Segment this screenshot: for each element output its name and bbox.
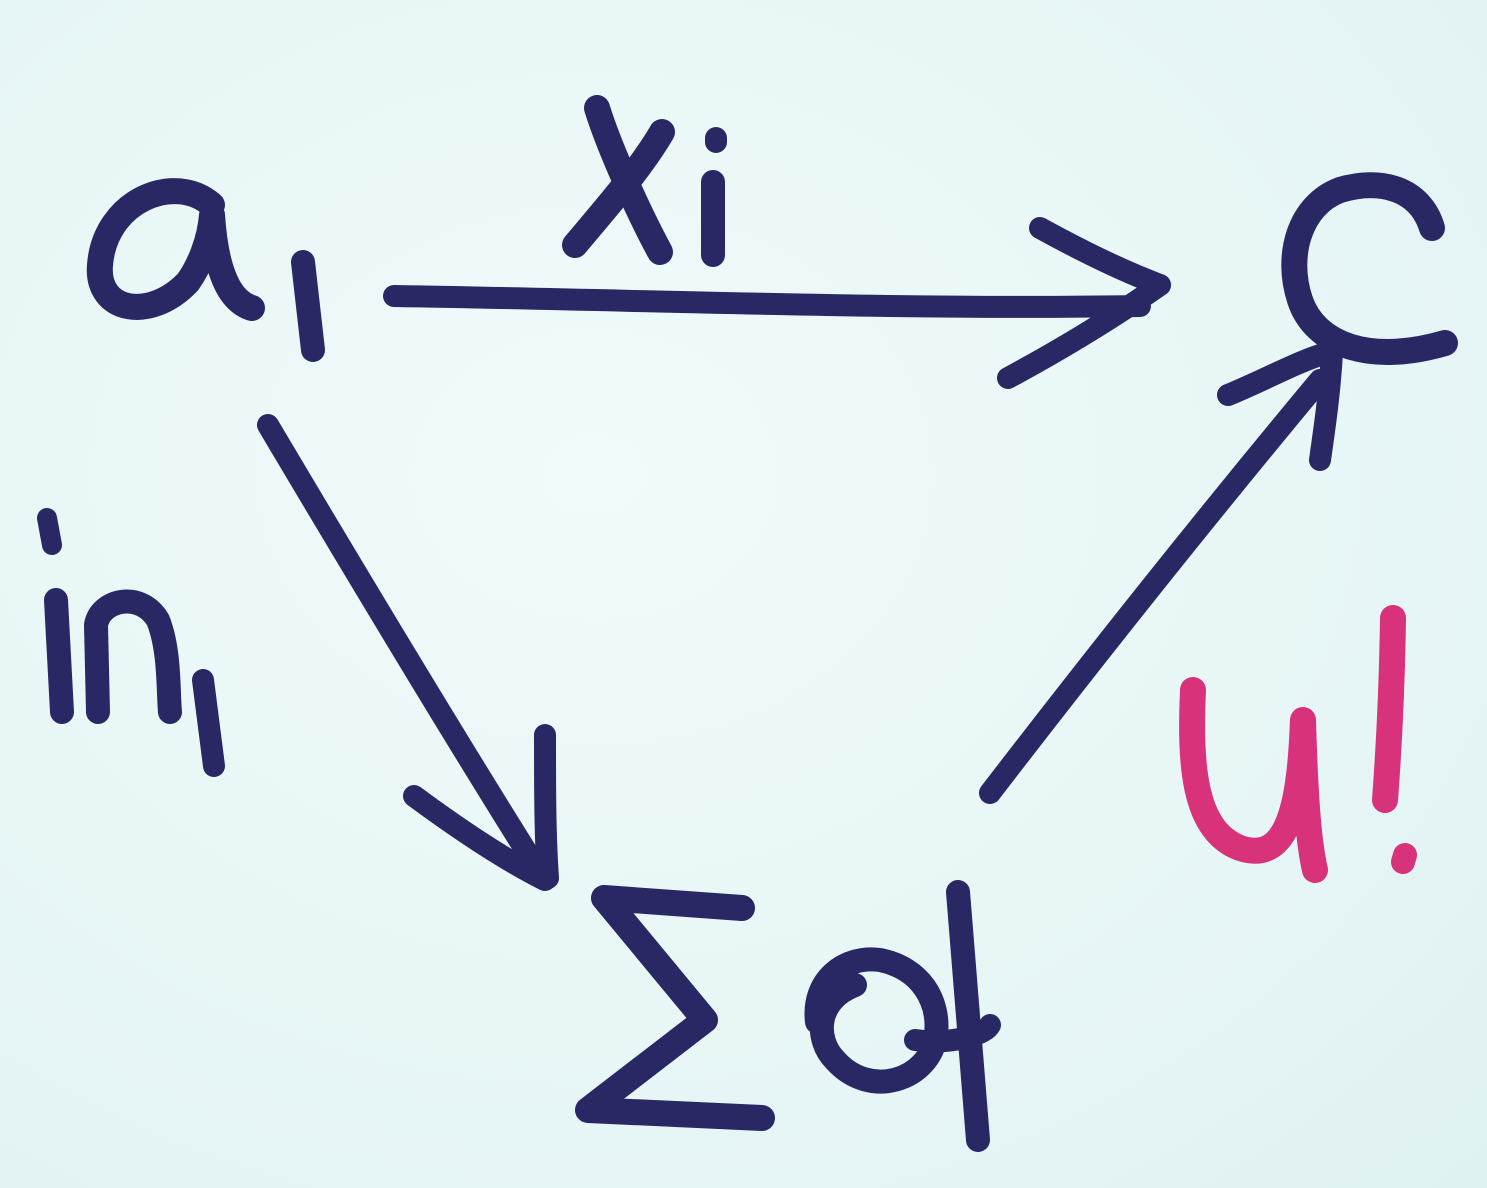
- arrow-u: u: [979, 341, 1343, 804]
- object-sum-a: Σ𝒜: [575, 880, 1001, 1152]
- arrow-x-i: x_i: [383, 217, 1171, 389]
- object-a-i: a_i: [86, 178, 325, 362]
- arrow-in-i: in_i: [257, 414, 559, 891]
- label-u-unique: u!: [1179, 605, 1417, 883]
- label-in-i: in_i: [37, 508, 225, 777]
- label-x-i: x_i: [562, 95, 727, 267]
- object-c: C: [1281, 172, 1458, 365]
